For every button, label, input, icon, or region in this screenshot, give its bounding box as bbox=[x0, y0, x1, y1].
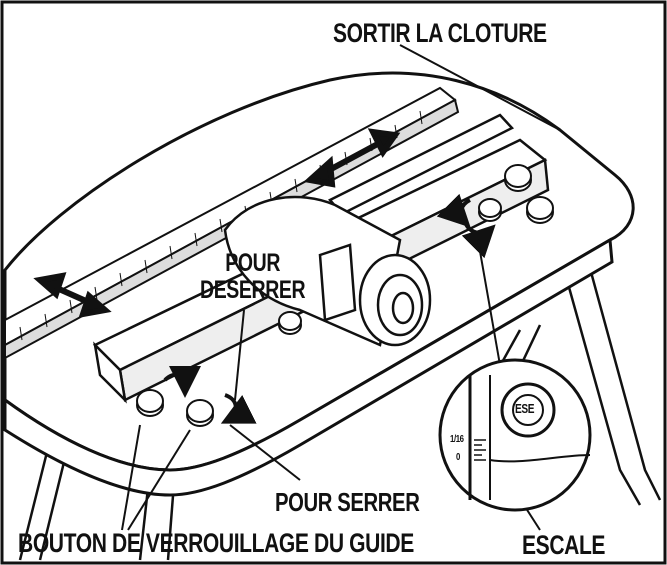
router-motor bbox=[223, 195, 432, 347]
label-sortir-la-cloture: SORTIR LA CLOTURE bbox=[333, 18, 547, 48]
scale-inset bbox=[438, 358, 592, 512]
slide-arrows bbox=[33, 128, 401, 318]
label-pour-desserrer-line1: POUR bbox=[225, 249, 281, 277]
inset-scale-zero: 0 bbox=[456, 452, 460, 463]
label-escale: ESCALE bbox=[522, 530, 606, 560]
label-pour-desserrer-line2: DESERRER bbox=[200, 276, 306, 304]
label-pour-serrer: POUR SERRER bbox=[275, 487, 420, 517]
label-bouton-verrouillage: BOUTON DE VERROUILLAGE DU GUIDE bbox=[18, 528, 414, 558]
inset-dial-text: ESE bbox=[515, 401, 535, 416]
inset-scale-top: 1/16 bbox=[450, 434, 464, 445]
lock-knobs bbox=[136, 164, 554, 427]
rotation-arrows bbox=[163, 193, 496, 424]
label-pour-desserrer: POUR DESERRER bbox=[200, 249, 306, 304]
